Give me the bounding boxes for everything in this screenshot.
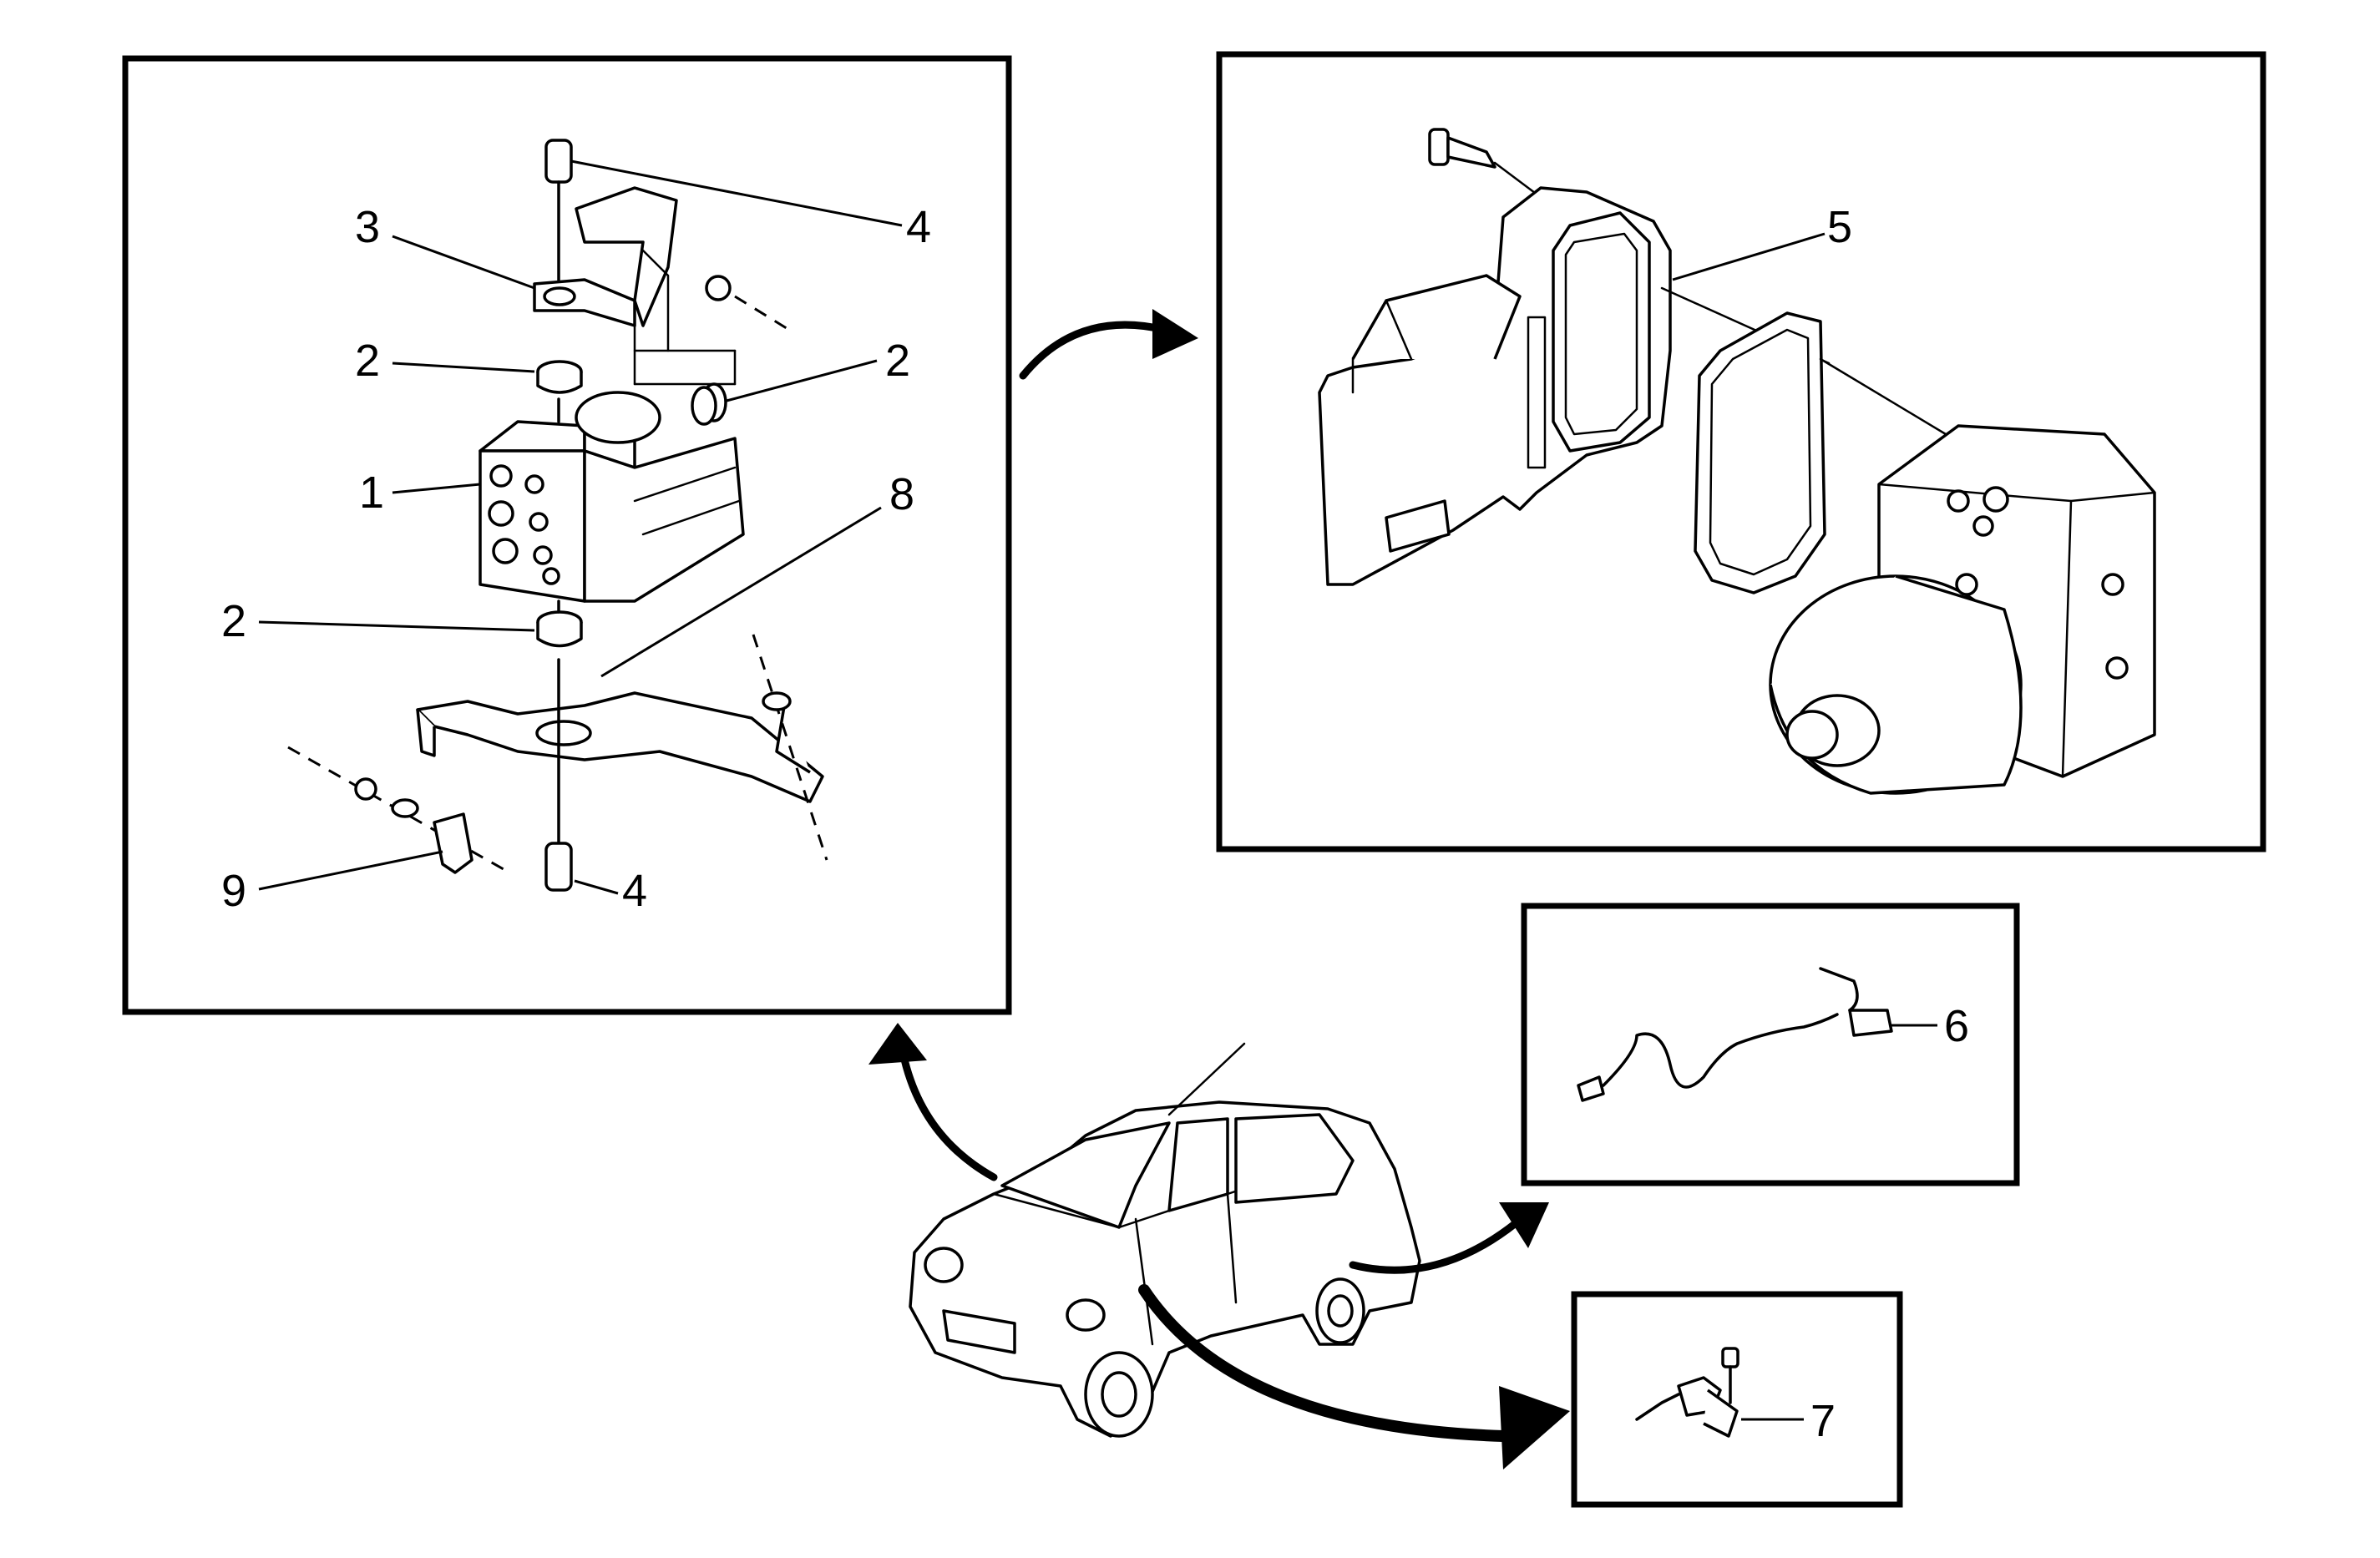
upper-bracket-part xyxy=(533,186,790,386)
clip-part xyxy=(287,746,510,874)
callout-6: 6 xyxy=(1944,1001,1969,1051)
callout-labels-panel1: 4 3 2 2 1 8 2 9 4 xyxy=(221,202,931,916)
hydraulic-unit-part xyxy=(1769,424,2156,795)
callout-5: 5 xyxy=(1827,202,1852,252)
grommet-upper xyxy=(536,360,583,394)
callout-4-lower: 4 xyxy=(622,866,647,916)
callout-leaders-panel1 xyxy=(258,159,903,895)
flow-arrows xyxy=(868,309,1570,1469)
gasket-part xyxy=(1694,311,1947,594)
control-module-part xyxy=(1318,186,1831,586)
vehicle-illustration xyxy=(909,1042,1421,1438)
callout-3: 3 xyxy=(355,202,380,252)
lower-bolt-part xyxy=(544,658,573,892)
callout-2-upper-left: 2 xyxy=(355,336,380,386)
panel-front-sensor: 6 xyxy=(1521,903,2020,1186)
front-wheel-sensor-part xyxy=(1577,967,1937,1102)
grommet-lower xyxy=(536,610,583,648)
callout-9: 9 xyxy=(221,866,246,916)
panel-abs-mounting: 4 3 2 2 1 8 2 9 4 xyxy=(122,55,1012,1015)
panel-rear-sensor: 7 xyxy=(1571,1291,1903,1508)
lower-bracket-part xyxy=(416,634,828,861)
callout-8: 8 xyxy=(889,469,914,519)
nut-right xyxy=(762,691,792,711)
callout-1: 1 xyxy=(359,468,384,518)
grommet-side xyxy=(691,382,727,426)
callout-labels-panel2: 5 xyxy=(1827,202,1852,252)
callout-2-right: 2 xyxy=(885,336,910,386)
callout-4-upper: 4 xyxy=(906,202,931,252)
callout-7: 7 xyxy=(1810,1396,1836,1446)
screw-part xyxy=(1428,128,1547,202)
panel-ebcm: 5 xyxy=(1216,51,2266,852)
callout-2-lower: 2 xyxy=(221,596,246,646)
abs-modulator-part xyxy=(479,391,745,614)
rear-wheel-sensor-part xyxy=(1635,1347,1804,1438)
